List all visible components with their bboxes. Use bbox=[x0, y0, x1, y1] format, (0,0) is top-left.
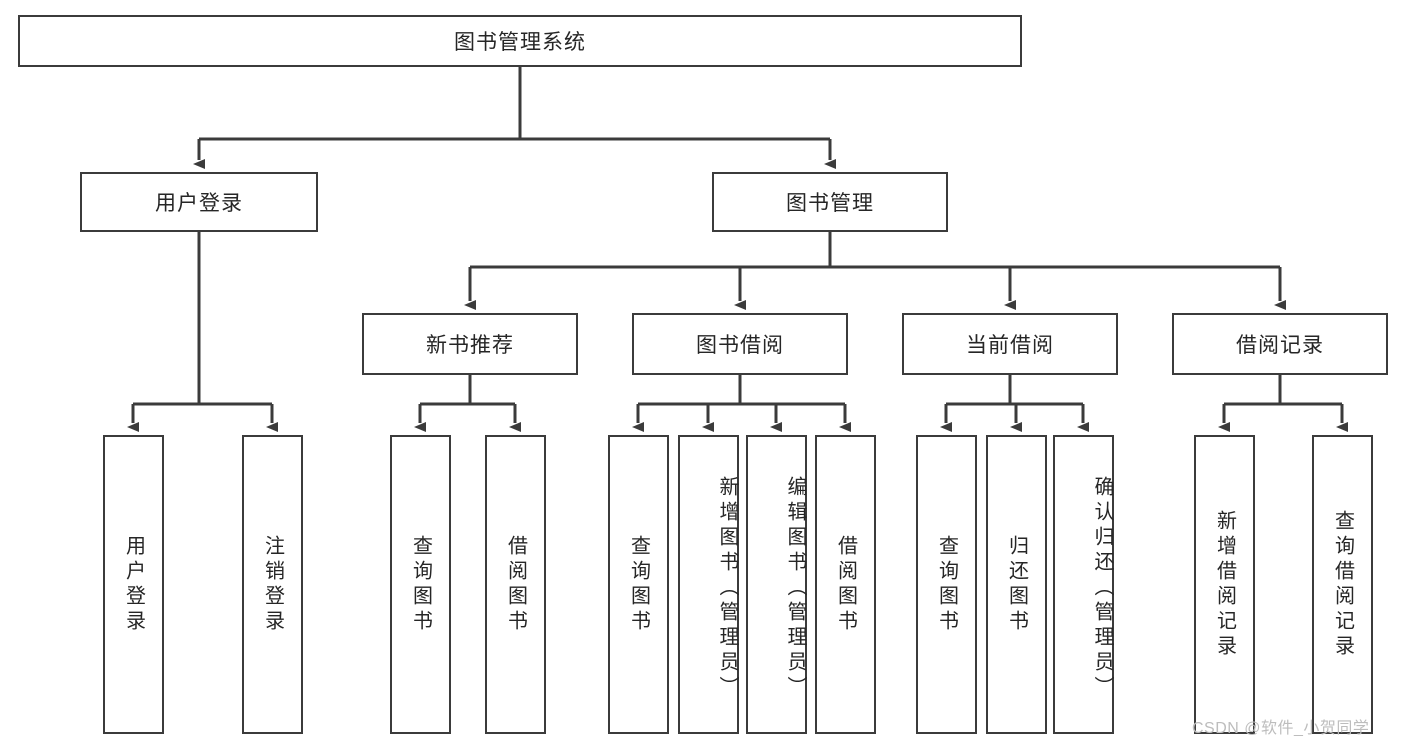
leaf-logout[interactable]: 注销登录 bbox=[242, 435, 303, 734]
leaf-borrow-book-recommend[interactable]: 借阅图书 bbox=[485, 435, 546, 734]
node-current-borrow[interactable]: 当前借阅 bbox=[902, 313, 1118, 375]
node-root-system[interactable]: 图书管理系统 bbox=[18, 15, 1022, 67]
csdn-watermark: CSDN @软件_小贺同学 bbox=[1192, 720, 1370, 737]
leaf-confirm-return-admin[interactable]: 确认归还（管理员） bbox=[1053, 435, 1114, 734]
leaf-add-book-admin[interactable]: 新增图书（管理员） bbox=[678, 435, 739, 734]
leaf-query-borrow-record[interactable]: 查询借阅记录 bbox=[1312, 435, 1373, 734]
leaf-add-borrow-record[interactable]: 新增借阅记录 bbox=[1194, 435, 1255, 734]
leaf-borrow-book[interactable]: 借阅图书 bbox=[815, 435, 876, 734]
node-borrow-record[interactable]: 借阅记录 bbox=[1172, 313, 1388, 375]
leaf-query-book-current[interactable]: 查询图书 bbox=[916, 435, 977, 734]
leaf-return-book[interactable]: 归还图书 bbox=[986, 435, 1047, 734]
node-book-management[interactable]: 图书管理 bbox=[712, 172, 948, 232]
leaf-query-book-borrow[interactable]: 查询图书 bbox=[608, 435, 669, 734]
leaf-query-book-recommend[interactable]: 查询图书 bbox=[390, 435, 451, 734]
node-book-borrow[interactable]: 图书借阅 bbox=[632, 313, 848, 375]
leaf-edit-book-admin[interactable]: 编辑图书（管理员） bbox=[746, 435, 807, 734]
node-new-book-recommend[interactable]: 新书推荐 bbox=[362, 313, 578, 375]
node-user-login[interactable]: 用户登录 bbox=[80, 172, 318, 232]
leaf-user-login[interactable]: 用户登录 bbox=[103, 435, 164, 734]
